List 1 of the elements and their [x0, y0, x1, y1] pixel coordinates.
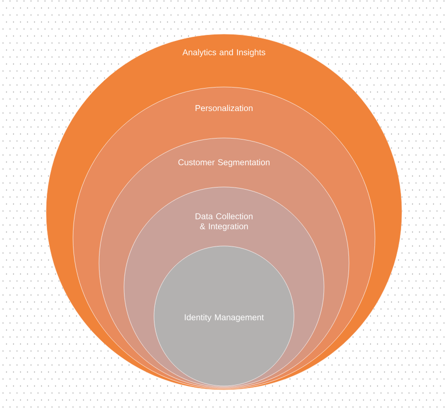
circle-layer: Identity Management: [154, 246, 294, 386]
